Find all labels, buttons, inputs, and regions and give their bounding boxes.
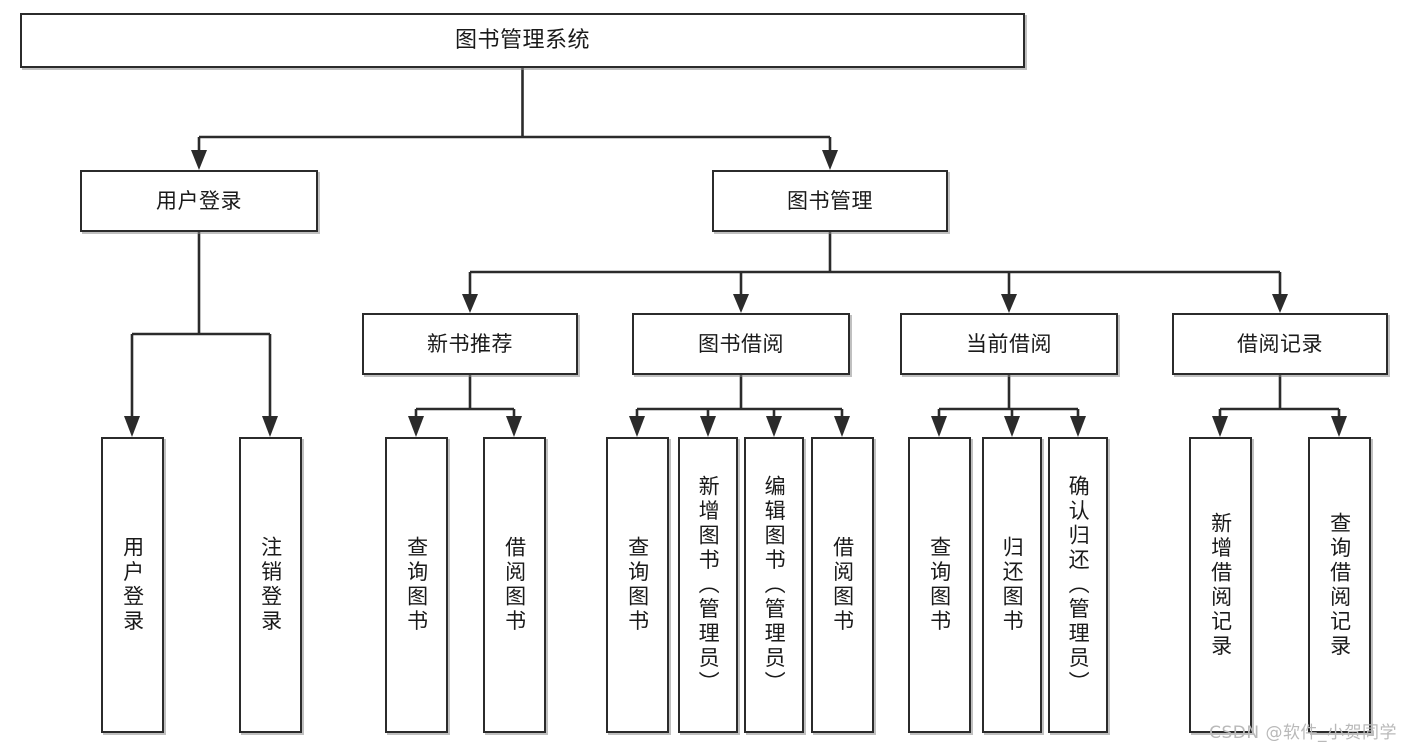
node-user-login[interactable]: 用户登录 [80,170,318,232]
leaf-node[interactable]: 新增借阅记录 [1189,437,1252,733]
leaf-node-label: 借阅图书 [502,536,527,634]
leaf-node-label: 借阅图书 [830,536,855,634]
leaf-node[interactable]: 确认归还（管理员） [1048,437,1108,733]
arrowhead-records-query [1331,416,1347,437]
arrowhead-current-borrow [1001,294,1017,313]
leaf-node[interactable]: 借阅图书 [483,437,546,733]
leaf-node[interactable]: 借阅图书 [811,437,874,733]
node-book-borrow-label: 图书借阅 [698,331,784,356]
leaf-node[interactable]: 查询图书 [385,437,448,733]
node-new-book-recommend[interactable]: 新书推荐 [362,313,578,375]
leaf-node[interactable]: 查询图书 [606,437,669,733]
arrowhead-records-add [1212,416,1228,437]
node-borrow-records[interactable]: 借阅记录 [1172,313,1388,375]
leaf-node-label: 注销登录 [258,536,283,634]
leaf-node-label: 确认归还（管理员） [1066,474,1091,696]
leaf-node-label: 查询借阅记录 [1327,511,1352,659]
leaf-node[interactable]: 注销登录 [239,437,302,733]
node-current-borrow-label: 当前借阅 [966,331,1052,356]
arrowhead-bookborrow-add [700,416,716,437]
arrowhead-currentborrow-confirm [1070,416,1086,437]
arrowhead-newbooks-query [408,416,424,437]
arrowhead-new-books [462,294,478,313]
node-book-management[interactable]: 图书管理 [712,170,948,232]
node-borrow-records-label: 借阅记录 [1237,331,1323,356]
leaf-node[interactable]: 编辑图书（管理员） [744,437,804,733]
leaf-node-label: 编辑图书（管理员） [762,474,787,696]
node-book-management-label: 图书管理 [787,188,873,213]
leaf-node[interactable]: 查询借阅记录 [1308,437,1371,733]
node-new-book-recommend-label: 新书推荐 [427,331,513,356]
leaf-node[interactable]: 新增图书（管理员） [678,437,738,733]
leaf-node-label: 查询图书 [927,536,952,634]
node-user-login-label: 用户登录 [156,188,242,213]
node-current-borrow[interactable]: 当前借阅 [900,313,1118,375]
arrowhead-borrow-records [1272,294,1288,313]
leaf-node-label: 新增借阅记录 [1208,511,1233,659]
arrowhead-bookborrow-edit [766,416,782,437]
leaf-node-label: 归还图书 [1000,536,1025,634]
arrowhead-leaf-user-login [124,416,140,437]
leaf-node[interactable]: 查询图书 [908,437,971,733]
leaf-node-label: 用户登录 [120,536,145,634]
node-book-borrow[interactable]: 图书借阅 [632,313,850,375]
node-root-label: 图书管理系统 [454,27,590,53]
leaf-node[interactable]: 归还图书 [982,437,1042,733]
node-root[interactable]: 图书管理系统 [20,13,1025,68]
arrowhead-user-login [191,150,207,170]
arrowhead-leaf-logout [262,416,278,437]
arrowhead-currentborrow-query [931,416,947,437]
leaf-node-label: 查询图书 [404,536,429,634]
leaf-node[interactable]: 用户登录 [101,437,164,733]
arrowhead-book-borrow [733,294,749,313]
arrowhead-newbooks-borrow [506,416,522,437]
arrowhead-currentborrow-return [1004,416,1020,437]
leaf-node-label: 查询图书 [625,536,650,634]
arrowhead-book-mgmt [822,150,838,170]
arrowhead-bookborrow-borrow [834,416,850,437]
arrowhead-bookborrow-query [629,416,645,437]
leaf-node-label: 新增图书（管理员） [696,474,721,696]
csdn-watermark: CSDN @软件_小贺同学 [1209,723,1397,743]
